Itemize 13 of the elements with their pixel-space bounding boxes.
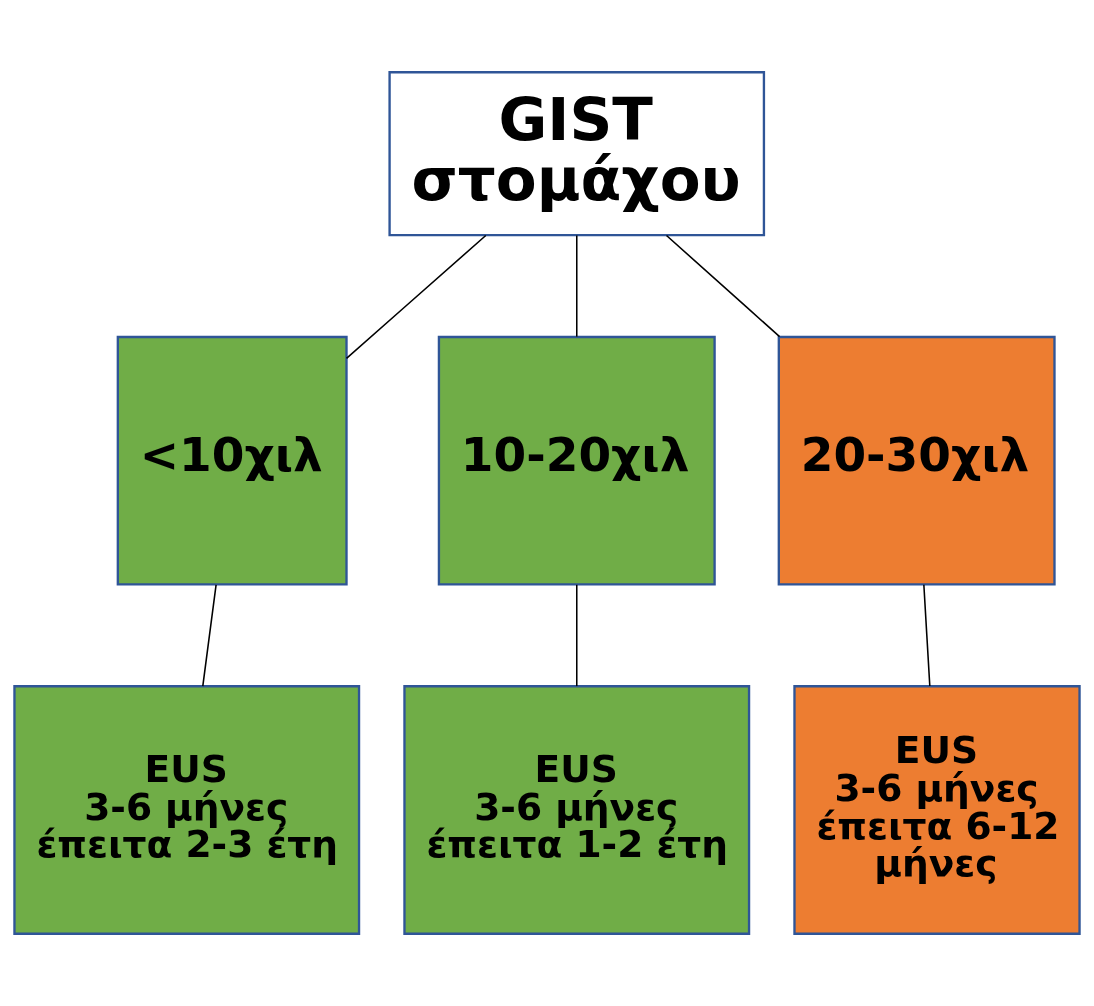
node-box: EUS 3-6 μήνες έπειτα 1-2 έτη	[403, 685, 751, 935]
connector	[575, 234, 578, 338]
node-box: 20-30χιλ	[777, 335, 1056, 586]
node-box: 10-20χιλ	[437, 335, 716, 586]
node-box: <10χιλ	[116, 335, 348, 586]
connector	[923, 584, 931, 687]
node-box: GIST στομάχου	[388, 71, 766, 237]
connector	[345, 234, 487, 360]
node-box: EUS 3-6 μήνες έπειτα 6-12 μήνες	[793, 685, 1081, 935]
connector	[665, 234, 781, 338]
connector	[575, 584, 578, 687]
connector	[202, 584, 217, 687]
node-box: EUS 3-6 μήνες έπειτα 2-3 έτη	[13, 685, 361, 935]
